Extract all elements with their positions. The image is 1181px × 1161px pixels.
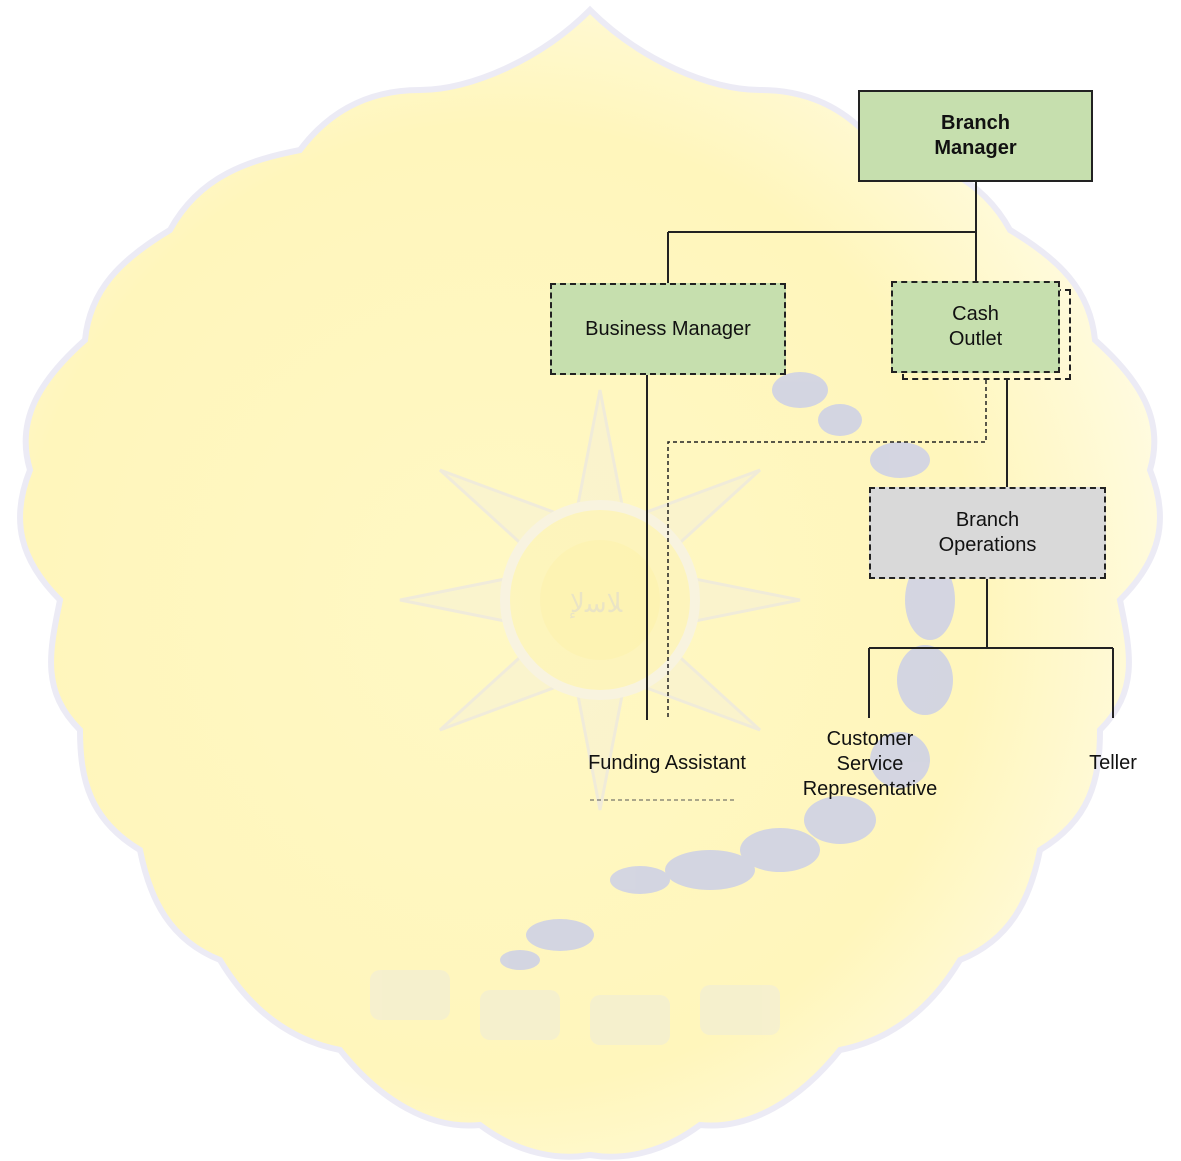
emblem-script: ﻼﺳﻹ <box>570 589 623 619</box>
teller-label: Teller <box>1089 752 1137 774</box>
branch-operations-label: Branch Operations <box>938 509 1037 556</box>
business-manager-label: Business Manager <box>585 317 751 340</box>
cash-outlet-label: Cash Outlet <box>948 303 1003 350</box>
branch-manager-label: Branch Manager <box>934 112 1017 159</box>
seal-lettering <box>370 970 780 1045</box>
business-manager-box: Business Manager <box>550 283 786 375</box>
funding-assistant-label: Funding Assistant <box>588 752 746 774</box>
branch-manager-box: Branch Manager <box>858 90 1093 182</box>
crescent-islands <box>500 372 955 970</box>
cash-outlet-box: Cash Outlet <box>891 281 1060 373</box>
branch-operations-box: Branch Operations <box>869 487 1106 579</box>
customer-service-representative-label: Customer Service Representative <box>802 728 938 800</box>
dashed-connector-outlet-to-funding <box>667 380 987 720</box>
